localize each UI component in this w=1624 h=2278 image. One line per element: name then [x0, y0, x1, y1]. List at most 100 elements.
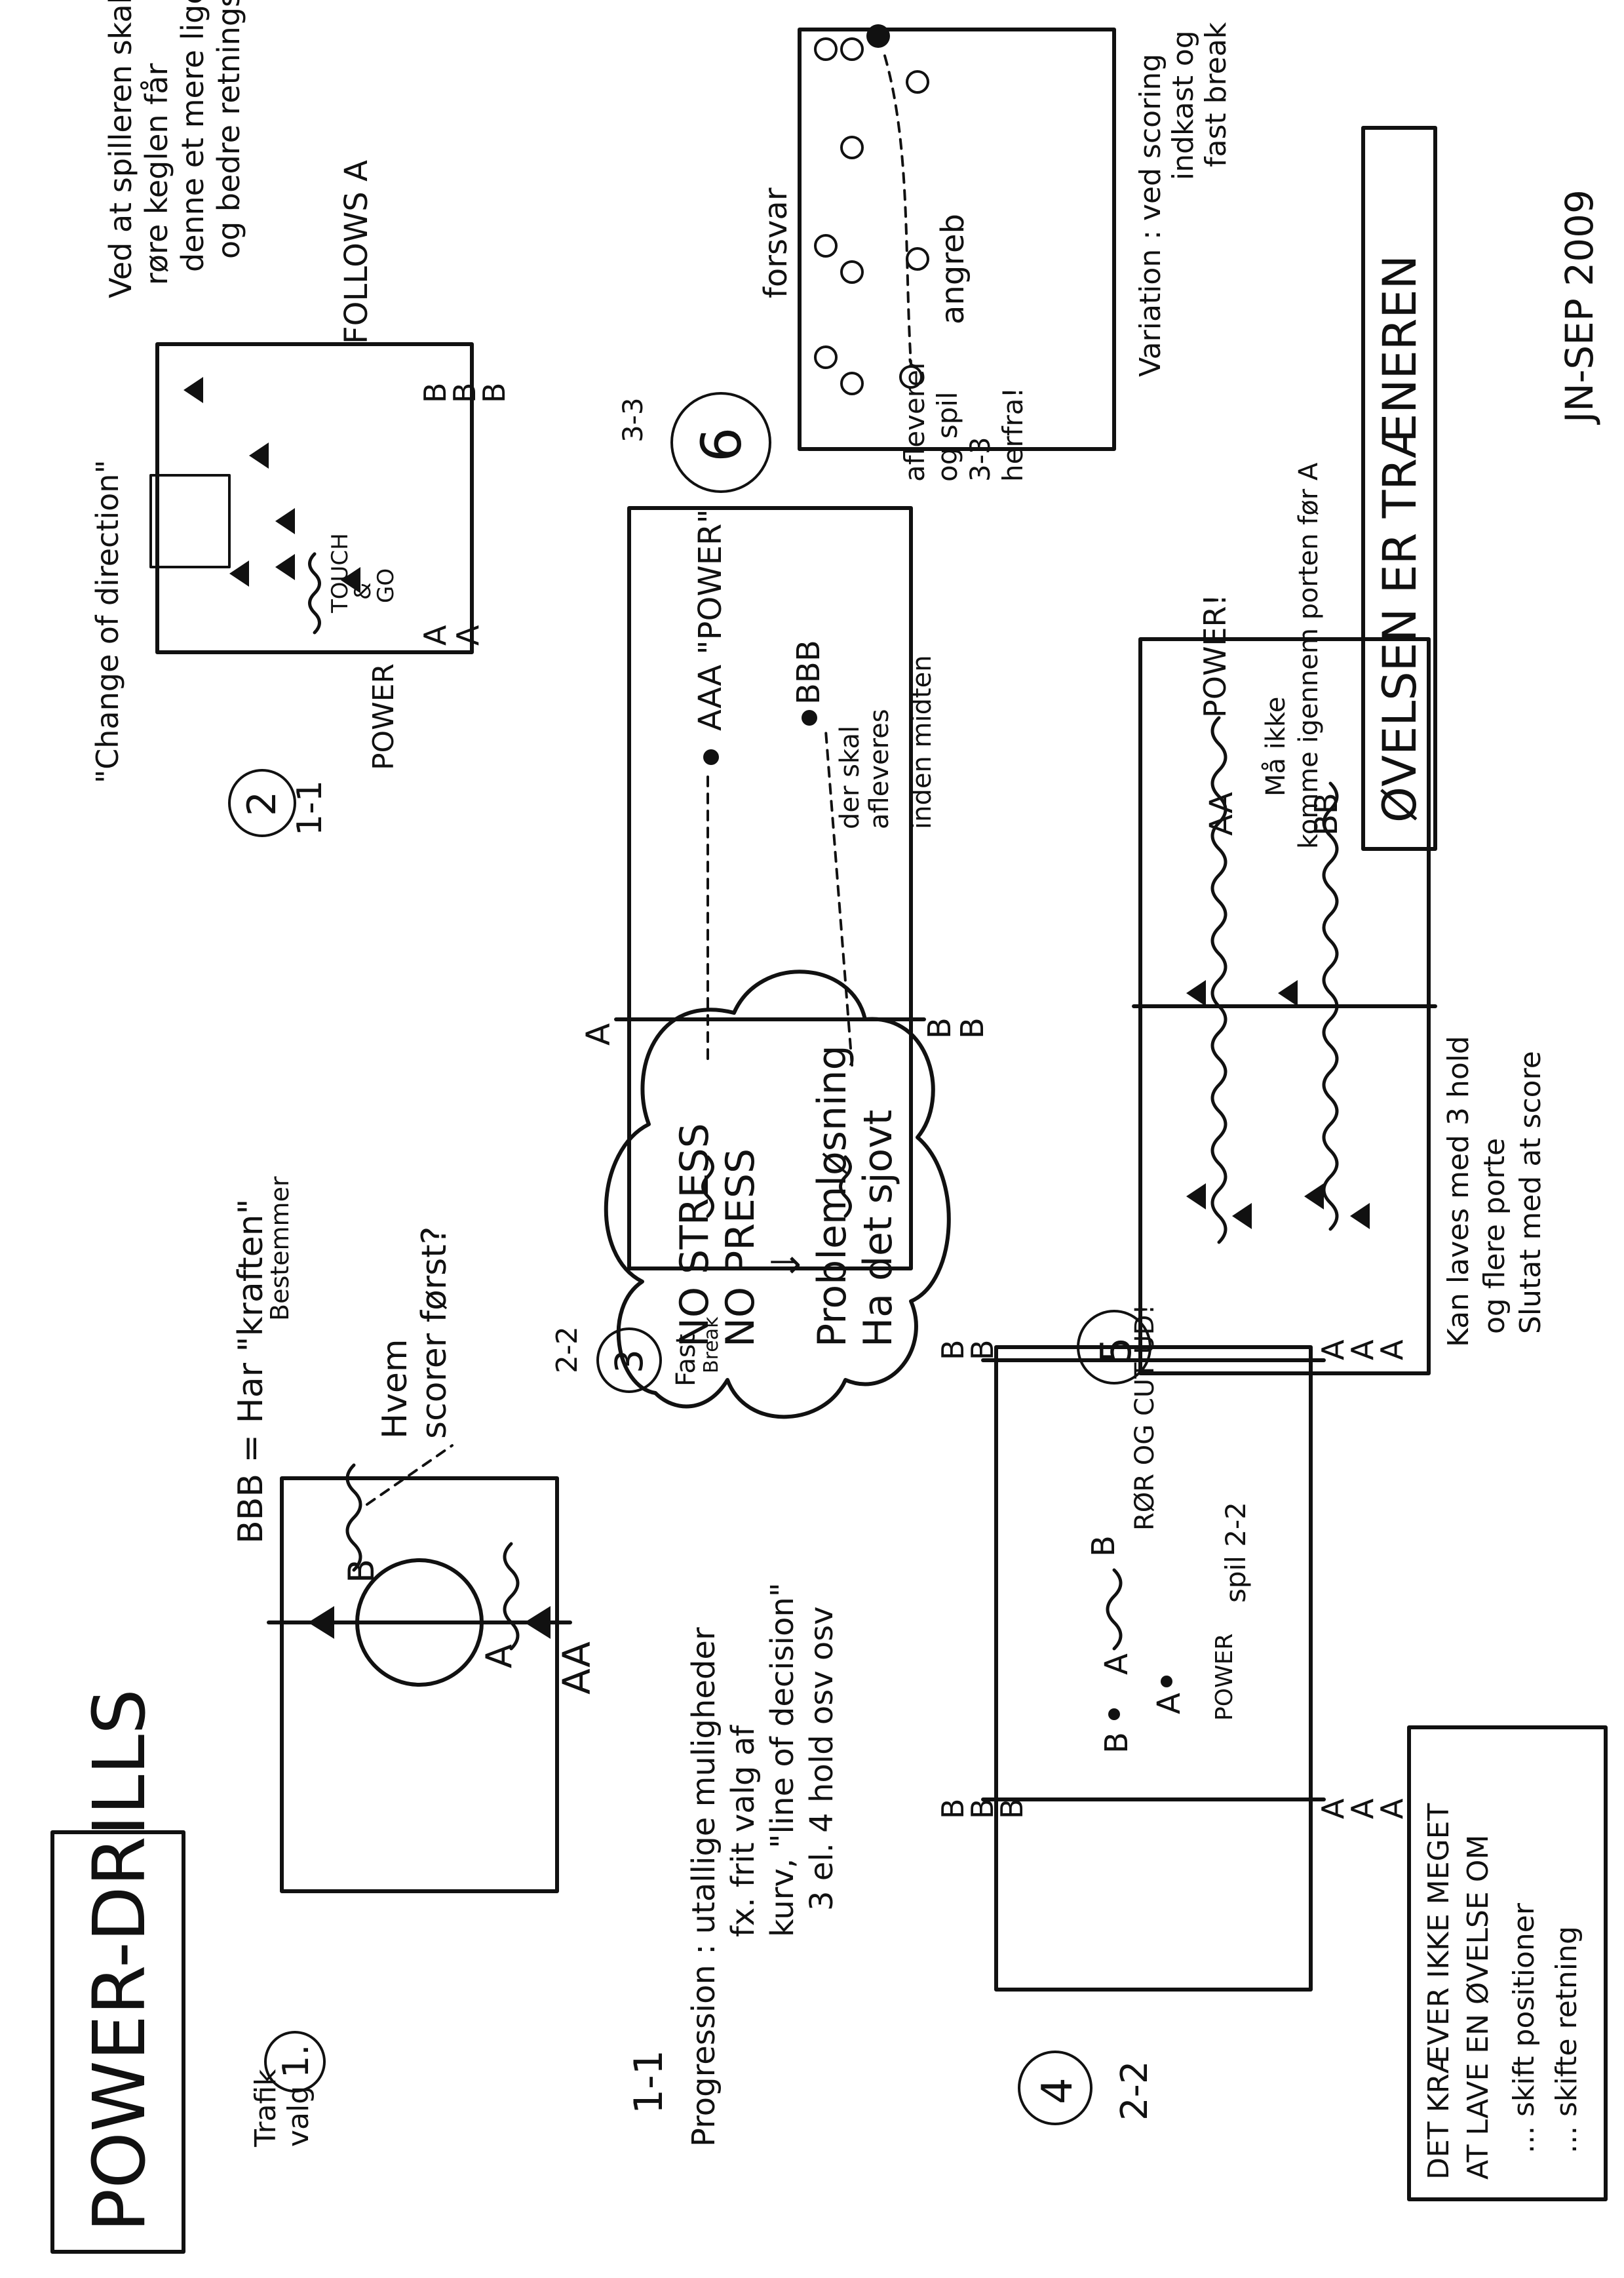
- drill-5-number: 5: [1092, 1337, 1141, 1364]
- drill-4-b-right-2: B: [965, 1339, 1000, 1360]
- drill-4-b-right: B: [935, 1339, 971, 1360]
- drill-2-power-label: POWER: [367, 663, 400, 770]
- drill-5-power: POWER!: [1197, 594, 1233, 718]
- drill-3: 2-2 3 Fast Break AAA "POWER" BBB A B B d…: [551, 506, 991, 1393]
- drill-1-mode: 1-1: [626, 2050, 672, 2114]
- no-stress-note: NO STRESS NO PRESS ⇓ Problemløsning Ha d…: [604, 970, 951, 1419]
- drill-1-who-scores-1: Hvem: [376, 1339, 415, 1439]
- no-stress-line4: Ha det sjovt: [855, 1110, 901, 1347]
- drill-5-must-2: komme igennem porten før A: [1294, 462, 1324, 849]
- footer-line3: ... skift positioner: [1507, 1902, 1541, 2153]
- drill-5-aa: AA: [1203, 792, 1240, 836]
- drill-2-b3: B: [476, 382, 512, 403]
- drill-3-b-bottom-2: B: [954, 1017, 991, 1039]
- drill-2-touch-2: &: [350, 582, 376, 600]
- drill-6-afleverer-2: og spil: [931, 391, 963, 482]
- drill-4-inner-a1: A: [1151, 1693, 1188, 1714]
- drill-3-note-2: afleveres: [864, 709, 895, 829]
- drill-4-play: spil 2-2: [1220, 1502, 1252, 1603]
- drill-6-afleverer-3: 3-3: [964, 437, 996, 482]
- drill-2-heading: "Change of direction": [90, 460, 125, 783]
- drill-6-variation-2: indkast og: [1167, 30, 1200, 180]
- drill-1-side-label-2: valg: [282, 2086, 315, 2147]
- drill-5-note-2: og flere porte: [1478, 1138, 1511, 1334]
- drill-5-note-3: Slutat med at score: [1514, 1051, 1547, 1334]
- no-stress-line3: Problemløsning: [809, 1045, 855, 1347]
- drill-2-note-1: Ved at spilleren skal: [103, 0, 138, 298]
- drill-4-b-left-2: B: [965, 1798, 1000, 1819]
- drill-2-a1: A: [417, 625, 453, 646]
- drill-2-field: [155, 342, 474, 654]
- drill-2: 2 1-1 "Change of direction" TOUCH & GO P…: [90, 0, 512, 837]
- no-stress-line1: NO STRESS: [672, 1123, 718, 1347]
- drill-3-fast-1: Fast: [671, 1334, 701, 1386]
- drill-5-must-1: Må ikke: [1261, 697, 1291, 796]
- drill-6-variation-3: fast break: [1199, 22, 1233, 167]
- drill-3-note-3: inden midten: [907, 655, 937, 829]
- drill-4-b-left: B: [935, 1798, 971, 1819]
- drill-4-number: 4: [1034, 2077, 1082, 2104]
- trainer-box-label: ØVELSEN ER TRÆNEREN: [1373, 255, 1427, 823]
- drill-4-a-right-3: A: [1374, 1339, 1410, 1360]
- drill-2-note-3: denne et mere lige: [175, 0, 210, 272]
- title-box: POWER-DRILLS: [50, 1689, 185, 2254]
- no-stress-line2: NO PRESS: [718, 1149, 764, 1347]
- date-label: JN-SEP 2009: [1557, 189, 1602, 425]
- drill-4: 4 2-2 B B B B B A A A A A A B A A POWER …: [935, 1305, 1410, 2125]
- drill-5: 5 POWER! AA BB Kan laves med 3 hold og f…: [1077, 462, 1547, 1384]
- drill-1: Trafik valg 1. BBB = Har "kraften" Beste…: [231, 1176, 840, 2148]
- drill-1-bbb-sub: Bestemmer: [265, 1176, 294, 1321]
- drill-3-number: 3: [607, 1349, 651, 1373]
- drill-1-b: B: [341, 1559, 382, 1583]
- drill-1-progression-3: kurv, "line of decision": [764, 1582, 801, 1937]
- drill-4-field: [994, 1345, 1313, 1992]
- drill-4-inner-a2: A: [1098, 1653, 1135, 1675]
- drill-6-field: [798, 28, 1116, 451]
- drill-5-bb: BB: [1308, 793, 1345, 836]
- drill-1-progression-4: 3 el. 4 hold osv osv: [803, 1606, 840, 1911]
- drill-2-touch-3: GO: [373, 568, 399, 603]
- drill-2-touch-1: TOUCH: [327, 533, 353, 614]
- drill-4-a-left-3: A: [1374, 1798, 1410, 1819]
- drill-1-progression-1: Progression : utallige muligheder: [686, 1627, 722, 2147]
- drill-4-b-left-3: B: [994, 1798, 1030, 1819]
- drill-6: 3-3 6 forsvar angreb afleverer og spil 3…: [617, 22, 1233, 493]
- footer-line1: DET KRÆVER IKKE MEGET: [1422, 1803, 1456, 2180]
- drill-1-bbb-line: BBB = Har "kraften": [231, 1199, 271, 1544]
- drill-3-note-1: der skal: [835, 726, 865, 829]
- drill-4-inner-b1: B: [1098, 1732, 1135, 1754]
- drill-2-note-4: og bedre retningsskifte: [211, 0, 246, 259]
- drill-4-mode: 2-2: [1113, 2061, 1156, 2121]
- drill-3-fast-2: Break: [700, 1316, 723, 1373]
- drill-6-afleverer-4: herfra!: [997, 387, 1029, 482]
- drill-6-variation-1: Variation : ved scoring: [1134, 54, 1167, 377]
- drill-3-power: AAA "POWER": [692, 509, 729, 731]
- drill-4-a-left: A: [1315, 1798, 1351, 1819]
- drill-2-mode: 1-1: [290, 780, 330, 836]
- drill-1-side-label-1: Trafik: [249, 2069, 282, 2148]
- drill-6-afleverer-1: afleverer: [899, 358, 931, 482]
- drill-6-number: 6: [689, 427, 754, 462]
- drill-6-angreb: angreb: [935, 214, 971, 324]
- page-title: POWER-DRILLS: [77, 1689, 161, 2232]
- drill-4-inner-b2: B: [1085, 1535, 1122, 1557]
- drill-4-power: POWER: [1211, 1634, 1238, 1721]
- drill-1-aa: AA: [554, 1641, 599, 1695]
- footer-line4: ... skifte retning: [1550, 1926, 1583, 2153]
- footer-line2: AT LAVE EN ØVELSE OM: [1461, 1835, 1495, 2180]
- trainer-box: ØVELSEN ER TRÆNEREN: [1361, 126, 1437, 851]
- drill-6-forsvar: forsvar: [758, 187, 794, 298]
- drill-2-b2: B: [447, 382, 482, 403]
- drill-3-field: [627, 506, 913, 1270]
- drill-2-a2: A: [450, 625, 486, 646]
- drill-4-a-right: A: [1315, 1339, 1351, 1360]
- drill-1-number: 1.: [275, 2044, 317, 2078]
- drill-6-mode: 3-3: [617, 397, 649, 442]
- footer-box: DET KRÆVER IKKE MEGET AT LAVE EN ØVELSE …: [1407, 1725, 1608, 2201]
- drill-2-number: 2: [239, 791, 285, 816]
- drill-2-b1: B: [417, 382, 453, 403]
- drill-3-b-bottom-1: B: [921, 1017, 958, 1039]
- drill-1-who-scores-2: scorer først?: [415, 1227, 454, 1439]
- drill-3-bbb: BBB: [790, 640, 827, 705]
- drill-1-field: [280, 1476, 559, 1893]
